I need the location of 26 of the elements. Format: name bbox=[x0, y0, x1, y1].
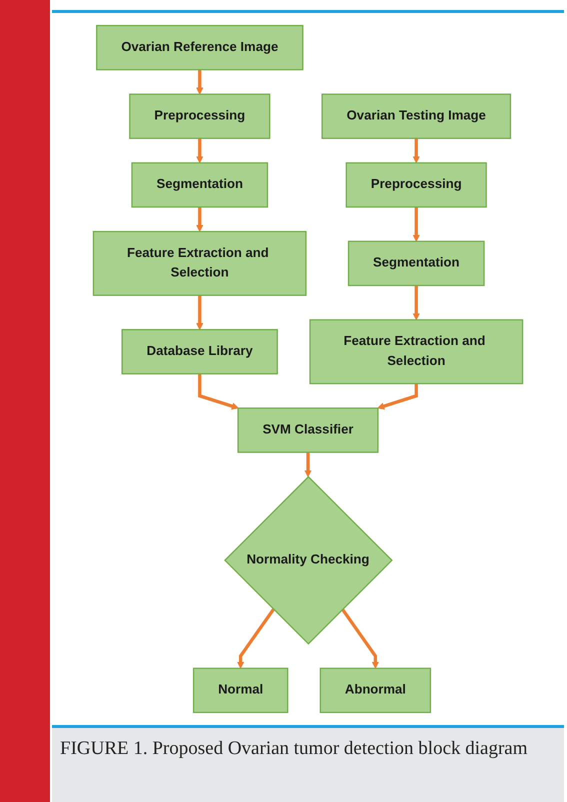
arrow bbox=[196, 138, 204, 164]
node-box: Ovarian Reference Image bbox=[96, 24, 304, 70]
node-box: Normal bbox=[192, 668, 288, 714]
arrow bbox=[412, 207, 420, 242]
node-box: Preprocessing bbox=[346, 162, 487, 208]
node-box: Preprocessing bbox=[129, 94, 270, 139]
arrow bbox=[304, 452, 312, 478]
node-box: SVM Classifier bbox=[237, 408, 379, 453]
node-box: Ovarian Testing Image bbox=[321, 94, 512, 139]
arrow bbox=[412, 286, 420, 320]
node-box: Segmentation bbox=[131, 162, 268, 208]
arrow bbox=[377, 384, 418, 410]
arrow bbox=[412, 138, 420, 164]
arrow bbox=[198, 374, 239, 410]
node-box: Abnormal bbox=[320, 668, 432, 714]
node-box: Feature Extraction and Selection bbox=[309, 319, 524, 384]
node-diamond: Normality Checking bbox=[224, 476, 393, 645]
node-box: Segmentation bbox=[348, 240, 485, 286]
node-box: Database Library bbox=[122, 329, 278, 374]
node-box: Feature Extraction and Selection bbox=[92, 230, 307, 296]
figure-caption: FIGURE 1. Proposed Ovarian tumor detection block diagram bbox=[52, 725, 564, 802]
arrow bbox=[237, 608, 275, 669]
arrow bbox=[196, 207, 204, 232]
arrow bbox=[196, 295, 204, 330]
arrow bbox=[341, 608, 379, 669]
arrow bbox=[196, 70, 204, 95]
